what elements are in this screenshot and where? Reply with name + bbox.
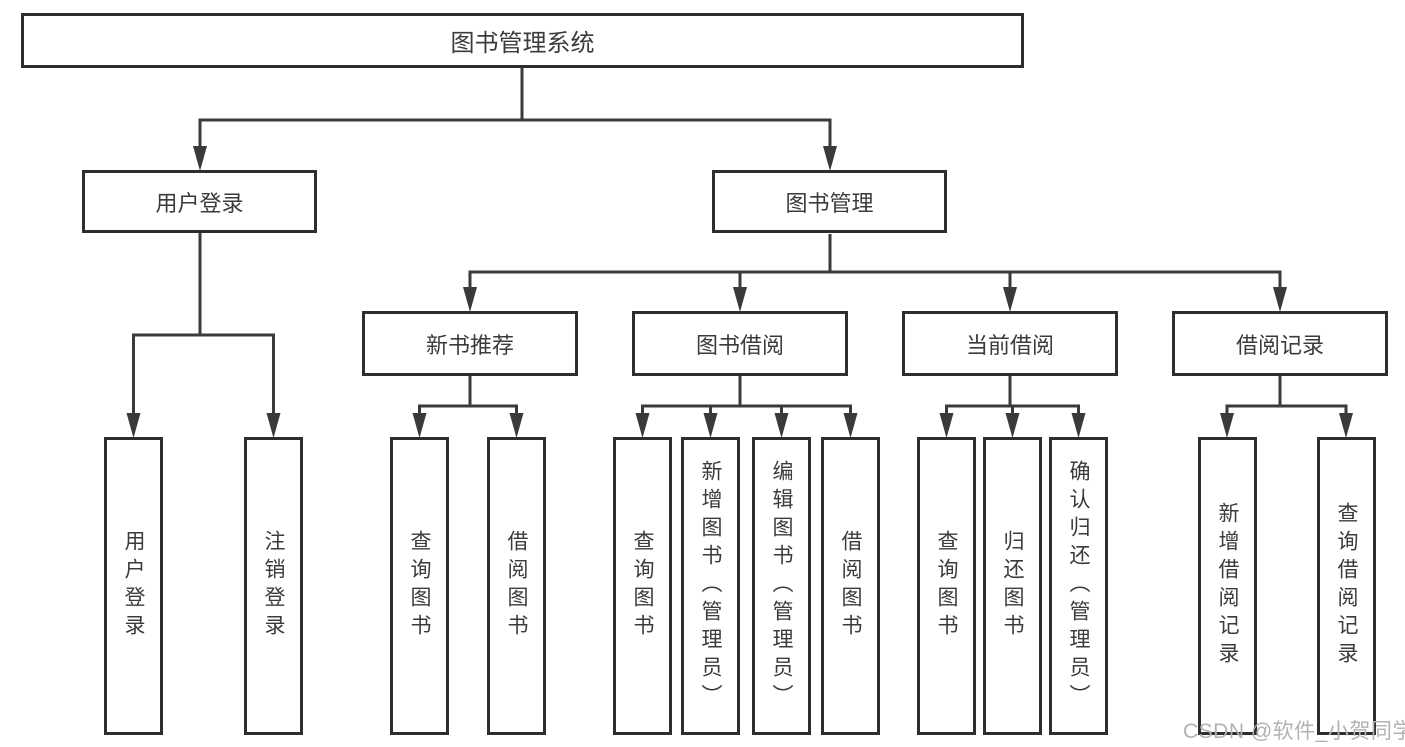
- node-query-books-recommend-label: 查询图书: [408, 530, 431, 642]
- node-current-borrow-label: 当前借阅: [965, 332, 1054, 358]
- node-user-login-label: 用户登录: [122, 530, 145, 642]
- node-new-book-recommend: 新书推荐: [362, 311, 578, 376]
- node-return-books: 归还图书: [983, 437, 1042, 735]
- node-borrow-books-label: 借阅图书: [839, 530, 862, 642]
- node-return-books-label: 归还图书: [1001, 530, 1024, 642]
- node-library-system-label: 图书管理系统: [450, 30, 595, 57]
- node-user-login-group: 用户登录: [82, 170, 317, 233]
- node-confirm-return-admin: 确认归还（管理员）: [1049, 437, 1108, 735]
- node-confirm-return-admin-label: 确认归还（管理员）: [1067, 460, 1090, 712]
- node-book-management: 图书管理: [712, 170, 947, 233]
- node-borrow-records-label: 借阅记录: [1235, 332, 1324, 358]
- node-book-borrow: 图书借阅: [632, 311, 848, 376]
- node-borrow-records: 借阅记录: [1172, 311, 1388, 376]
- node-query-books-borrow-label: 查询图书: [631, 530, 654, 642]
- node-query-books-current-label: 查询图书: [935, 530, 958, 642]
- node-edit-books-admin: 编辑图书（管理员）: [752, 437, 811, 735]
- node-book-borrow-label: 图书借阅: [695, 332, 784, 358]
- node-query-books-borrow: 查询图书: [613, 437, 672, 735]
- node-query-borrow-record-label: 查询借阅记录: [1335, 502, 1358, 670]
- node-user-login: 用户登录: [104, 437, 163, 735]
- node-edit-books-admin-label: 编辑图书（管理员）: [770, 460, 793, 712]
- node-query-books-recommend: 查询图书: [390, 437, 449, 735]
- node-borrow-books: 借阅图书: [821, 437, 880, 735]
- node-library-system: 图书管理系统: [21, 13, 1024, 68]
- node-query-borrow-record: 查询借阅记录: [1317, 437, 1376, 735]
- node-query-books-current: 查询图书: [917, 437, 976, 735]
- arrowheads: [126, 146, 1353, 438]
- node-logout-label: 注销登录: [262, 530, 285, 642]
- node-add-borrow-record-label: 新增借阅记录: [1216, 502, 1239, 670]
- csdn-watermark: CSDN @软件_小贺同学: [1183, 720, 1405, 743]
- node-logout: 注销登录: [244, 437, 303, 735]
- node-current-borrow: 当前借阅: [902, 311, 1118, 376]
- node-book-management-label: 图书管理: [785, 190, 874, 216]
- node-borrow-books-recommend: 借阅图书: [487, 437, 546, 735]
- node-add-books-admin-label: 新增图书（管理员）: [699, 460, 722, 712]
- node-borrow-books-recommend-label: 借阅图书: [505, 530, 528, 642]
- node-add-books-admin: 新增图书（管理员）: [681, 437, 740, 735]
- node-new-book-recommend-label: 新书推荐: [425, 332, 514, 358]
- node-add-borrow-record: 新增借阅记录: [1198, 437, 1257, 735]
- node-user-login-group-label: 用户登录: [155, 190, 244, 216]
